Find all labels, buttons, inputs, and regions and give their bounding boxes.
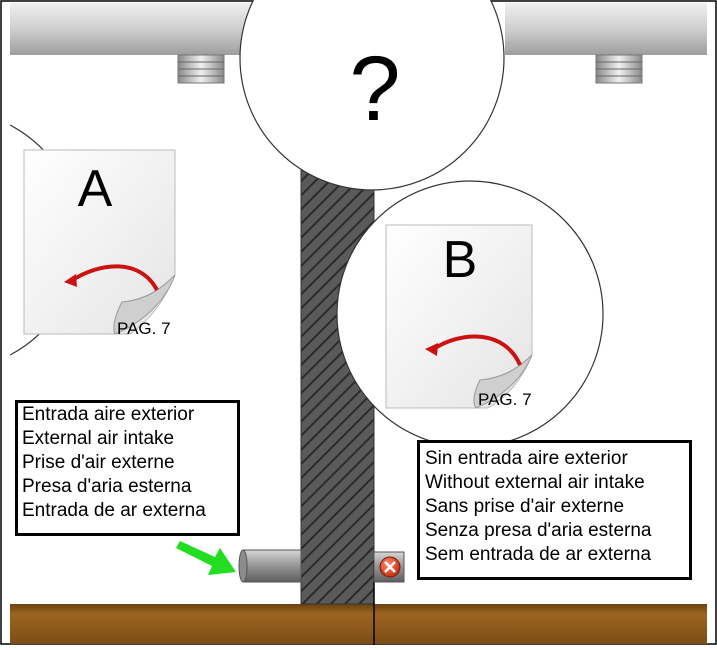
option-b-page-ref: PAG. 7 xyxy=(478,390,532,409)
option-b-circle: B PAG. 7 xyxy=(336,180,604,448)
label-a-line: Entrada aire exterior xyxy=(22,404,195,425)
no-entry-icon xyxy=(379,556,401,578)
label-b-line: Sem entrada de ar externa xyxy=(425,544,652,565)
option-b-letter: B xyxy=(443,231,478,289)
label-b-line: Sans prise d'air externe xyxy=(425,496,625,517)
label-b-line: Without external air intake xyxy=(425,472,645,493)
label-a-line: External air intake xyxy=(22,428,175,449)
label-a-line: Entrada de ar externa xyxy=(22,500,206,521)
label-b-line: Senza presa d'aria esterna xyxy=(425,520,652,541)
option-b-page-icon: B PAG. 7 xyxy=(385,224,533,409)
ceiling-collar-left xyxy=(177,54,225,84)
label-with-air-intake: Entrada aire exterior External air intak… xyxy=(15,400,240,536)
label-without-air-intake: Sin entrada aire exterior Without extern… xyxy=(417,440,692,580)
green-arrow-icon xyxy=(176,541,236,575)
air-intake-pipe xyxy=(238,549,302,583)
question-circle: ? xyxy=(239,0,505,191)
option-a-letter: A xyxy=(78,160,113,218)
label-b-line: Sin entrada aire exterior xyxy=(425,448,628,469)
option-a-circle: A PAG. 7 xyxy=(9,124,176,356)
ceiling-unit-left xyxy=(10,3,255,55)
option-a-page-icon: A PAG. 7 xyxy=(23,149,176,338)
option-a-page-ref: PAG. 7 xyxy=(117,319,171,338)
question-mark: ? xyxy=(349,38,400,140)
ceiling-collar-right xyxy=(595,54,643,84)
label-a-line: Prise d'air externe xyxy=(22,452,175,473)
ceiling-unit-right xyxy=(505,3,707,55)
label-a-line: Presa d'aria esterna xyxy=(22,476,192,497)
floor xyxy=(10,604,707,644)
blocked-pipe-stub xyxy=(373,551,405,583)
